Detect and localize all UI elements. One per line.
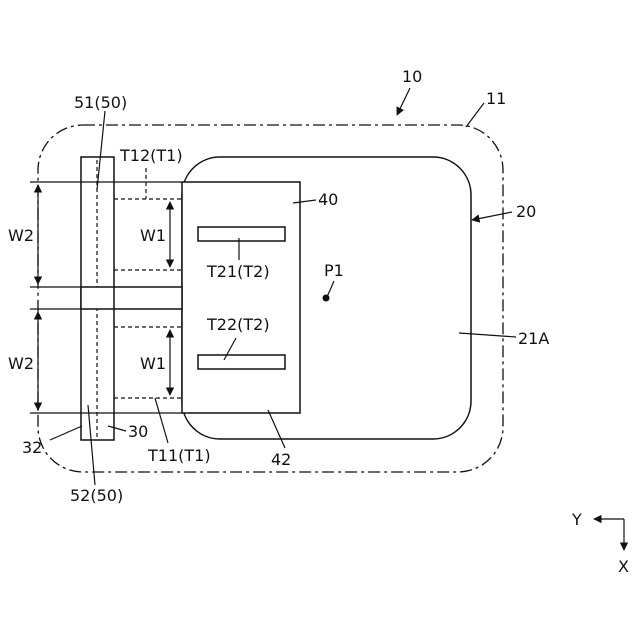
label-40: 40: [318, 190, 338, 209]
leader-20: [472, 212, 512, 220]
label-20: 20: [516, 202, 536, 221]
label-w2-top: W2: [8, 226, 34, 245]
label-t11: T11(T1): [147, 446, 211, 465]
label-axis-x: X: [618, 557, 629, 576]
label-t22: T22(T2): [206, 315, 270, 334]
label-w1-bottom: W1: [140, 354, 166, 373]
bridge-strip: [81, 287, 182, 309]
label-t12: T12(T1): [119, 146, 183, 165]
leader-32: [50, 426, 82, 440]
label-42: 42: [271, 450, 291, 469]
label-11: 11: [486, 89, 506, 108]
label-w1-top: W1: [140, 226, 166, 245]
label-p1: P1: [324, 261, 344, 280]
leader-21a: [459, 333, 516, 337]
label-t21: T21(T2): [206, 262, 270, 281]
label-52: 52(50): [70, 486, 123, 505]
leader-11: [466, 103, 484, 127]
label-w2-bottom: W2: [8, 354, 34, 373]
label-21a: 21A: [518, 329, 549, 348]
leader-t11: [155, 398, 168, 443]
label-10: 10: [402, 67, 422, 86]
leader-p1: [327, 281, 334, 297]
chip-40: [182, 182, 300, 413]
label-51: 51(50): [74, 93, 127, 112]
leader-10: [397, 88, 410, 115]
label-axis-y: Y: [571, 510, 582, 529]
label-30: 30: [128, 422, 148, 441]
label-32: 32: [22, 438, 42, 457]
point-p1: [323, 295, 330, 302]
leader-42: [268, 410, 285, 448]
